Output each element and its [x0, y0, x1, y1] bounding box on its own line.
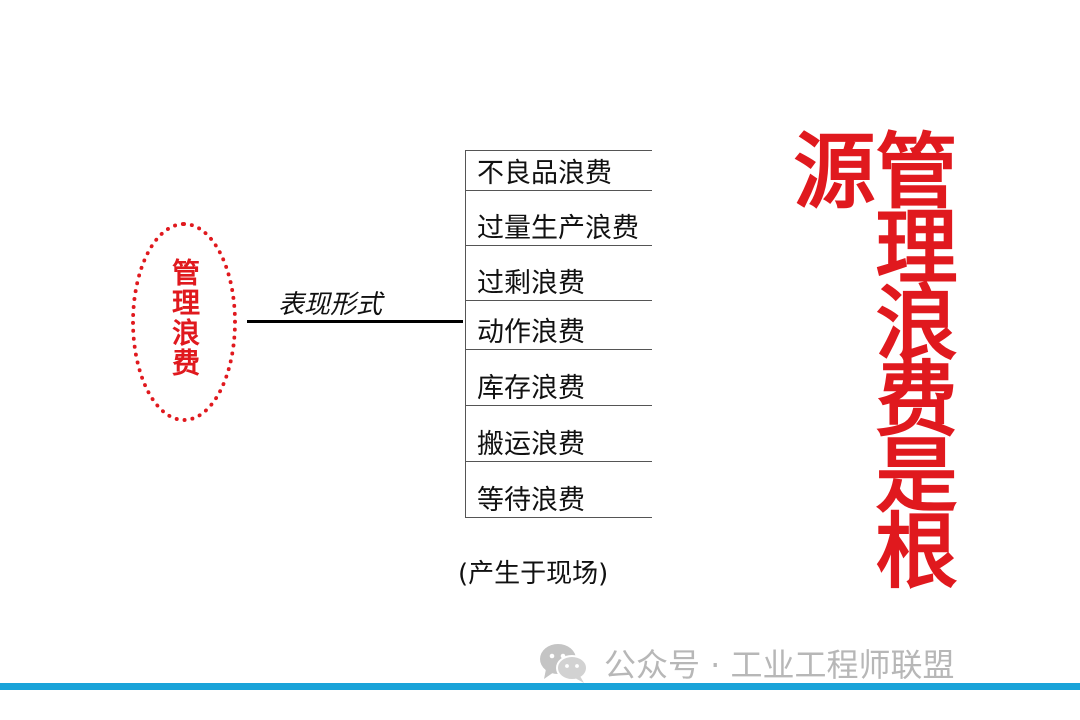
- waste-item-label: 库存浪费: [477, 373, 585, 404]
- waste-item-label: 搬运浪费: [477, 429, 585, 460]
- connector-label: 表现形式: [278, 290, 383, 320]
- waste-item-label: 过量生产浪费: [477, 213, 639, 244]
- waste-item-4: 动作浪费: [466, 300, 652, 350]
- connector-line: [247, 320, 463, 323]
- waste-item-7: 等待浪费: [466, 468, 652, 518]
- concept-ellipse: [131, 222, 237, 422]
- waste-item-label: 动作浪费: [477, 317, 585, 348]
- concept-label: 管理浪费: [168, 258, 201, 378]
- footnote: (产生于现场): [458, 559, 609, 589]
- headline-wrap: 管理浪费是根源: [779, 128, 956, 584]
- waste-item-label: 不良品浪费: [477, 158, 612, 189]
- bottom-accent-bar: [0, 683, 1080, 690]
- waste-item-3: 过剩浪费: [466, 251, 652, 301]
- wechat-icon: [540, 644, 588, 683]
- concept-label-wrap: 管理浪费: [131, 258, 237, 398]
- waste-item-2: 过量生产浪费: [466, 196, 652, 246]
- waste-item-label: 过剩浪费: [477, 268, 585, 299]
- bracket-top-line: [466, 150, 652, 151]
- headline: 管理浪费是根源: [779, 128, 956, 584]
- bracket-vertical-line: [465, 150, 466, 518]
- watermark: 公众号 · 工业工程师联盟: [538, 640, 955, 686]
- watermark-text: 公众号 · 工业工程师联盟: [604, 646, 955, 684]
- waste-item-5: 库存浪费: [466, 356, 652, 406]
- waste-item-1: 不良品浪费: [466, 141, 652, 191]
- waste-item-6: 搬运浪费: [466, 412, 652, 462]
- waste-item-label: 等待浪费: [477, 485, 585, 516]
